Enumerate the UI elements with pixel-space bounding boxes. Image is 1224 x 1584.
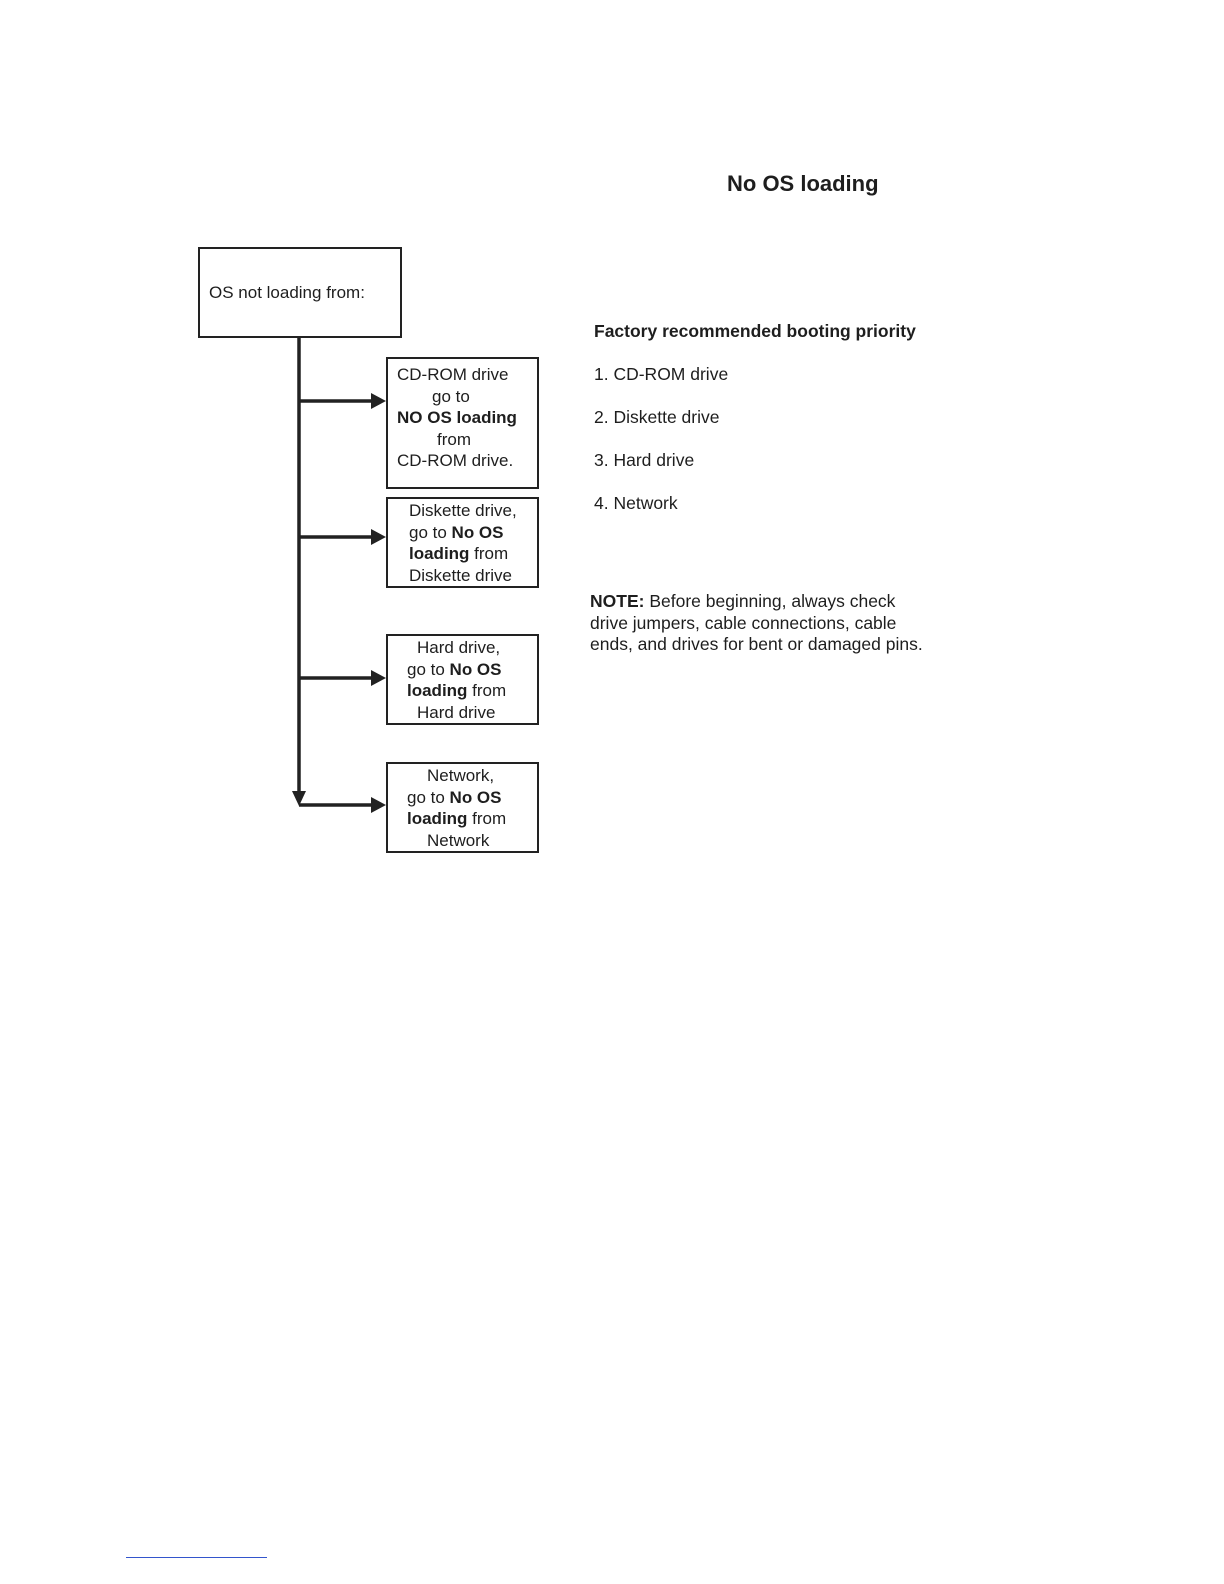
branch-box-cdrom: CD-ROM drive go to NO OS loading from CD… <box>386 357 539 489</box>
diskette-line-1: Diskette drive, <box>409 501 517 520</box>
arrowhead-diskette <box>371 529 386 545</box>
priority-heading: Factory recommended booting priority <box>594 321 916 341</box>
footer-rule <box>126 1557 267 1558</box>
note-block: NOTE: Before beginning, always check dri… <box>590 591 923 656</box>
note-label: NOTE: <box>590 591 645 611</box>
network-line-3: loading from <box>407 809 507 828</box>
arrowhead-cdrom <box>371 393 386 409</box>
branch-box-network: Network, go to No OS loading from Networ… <box>386 762 539 853</box>
trunk-arrowhead <box>292 791 306 806</box>
diskette-line-3: loading from <box>409 544 509 563</box>
branch-box-diskette: Diskette drive, go to No OS loading from… <box>386 497 539 588</box>
network-line-2: go to No OS <box>407 787 502 807</box>
cdrom-line-5: CD-ROM drive. <box>397 451 514 470</box>
hard-line-1: Hard drive, <box>417 638 501 657</box>
note-line-2: drive jumpers, cable connections, cable <box>590 612 897 633</box>
arrowhead-hard <box>371 670 386 686</box>
network-line-1: Network, <box>427 766 495 785</box>
priority-list: 1. CD-ROM drive 2. Diskette drive 3. Har… <box>594 364 728 536</box>
cdrom-line-3: NO OS loading <box>397 408 517 427</box>
cdrom-line-4: from <box>437 429 471 449</box>
cdrom-line-2: go to <box>432 386 470 406</box>
cdrom-line-1: CD-ROM drive <box>397 365 509 384</box>
branch-box-hard-drive: Hard drive, go to No OS loading from Har… <box>386 634 539 725</box>
start-box: OS not loading from: <box>198 247 402 338</box>
hard-line-4: Hard drive <box>417 702 496 722</box>
page-title: No OS loading <box>727 171 879 196</box>
priority-item-4: 4. Network <box>594 493 678 513</box>
arrowhead-network <box>371 797 386 813</box>
hard-line-2: go to No OS <box>407 659 502 679</box>
start-box-label: OS not loading from: <box>209 282 365 302</box>
hard-line-3: loading from <box>407 681 507 700</box>
priority-item-3: 3. Hard drive <box>594 450 695 470</box>
diskette-line-2: go to No OS <box>409 522 504 542</box>
note-line-1: NOTE: Before beginning, always check <box>590 591 896 611</box>
priority-item-1: 1. CD-ROM drive <box>594 364 729 384</box>
priority-item-2: 2. Diskette drive <box>594 407 720 427</box>
network-line-4: Network <box>427 830 490 850</box>
diskette-line-4: Diskette drive <box>409 565 512 585</box>
note-line-3: ends, and drives for bent or damaged pin… <box>590 634 923 654</box>
